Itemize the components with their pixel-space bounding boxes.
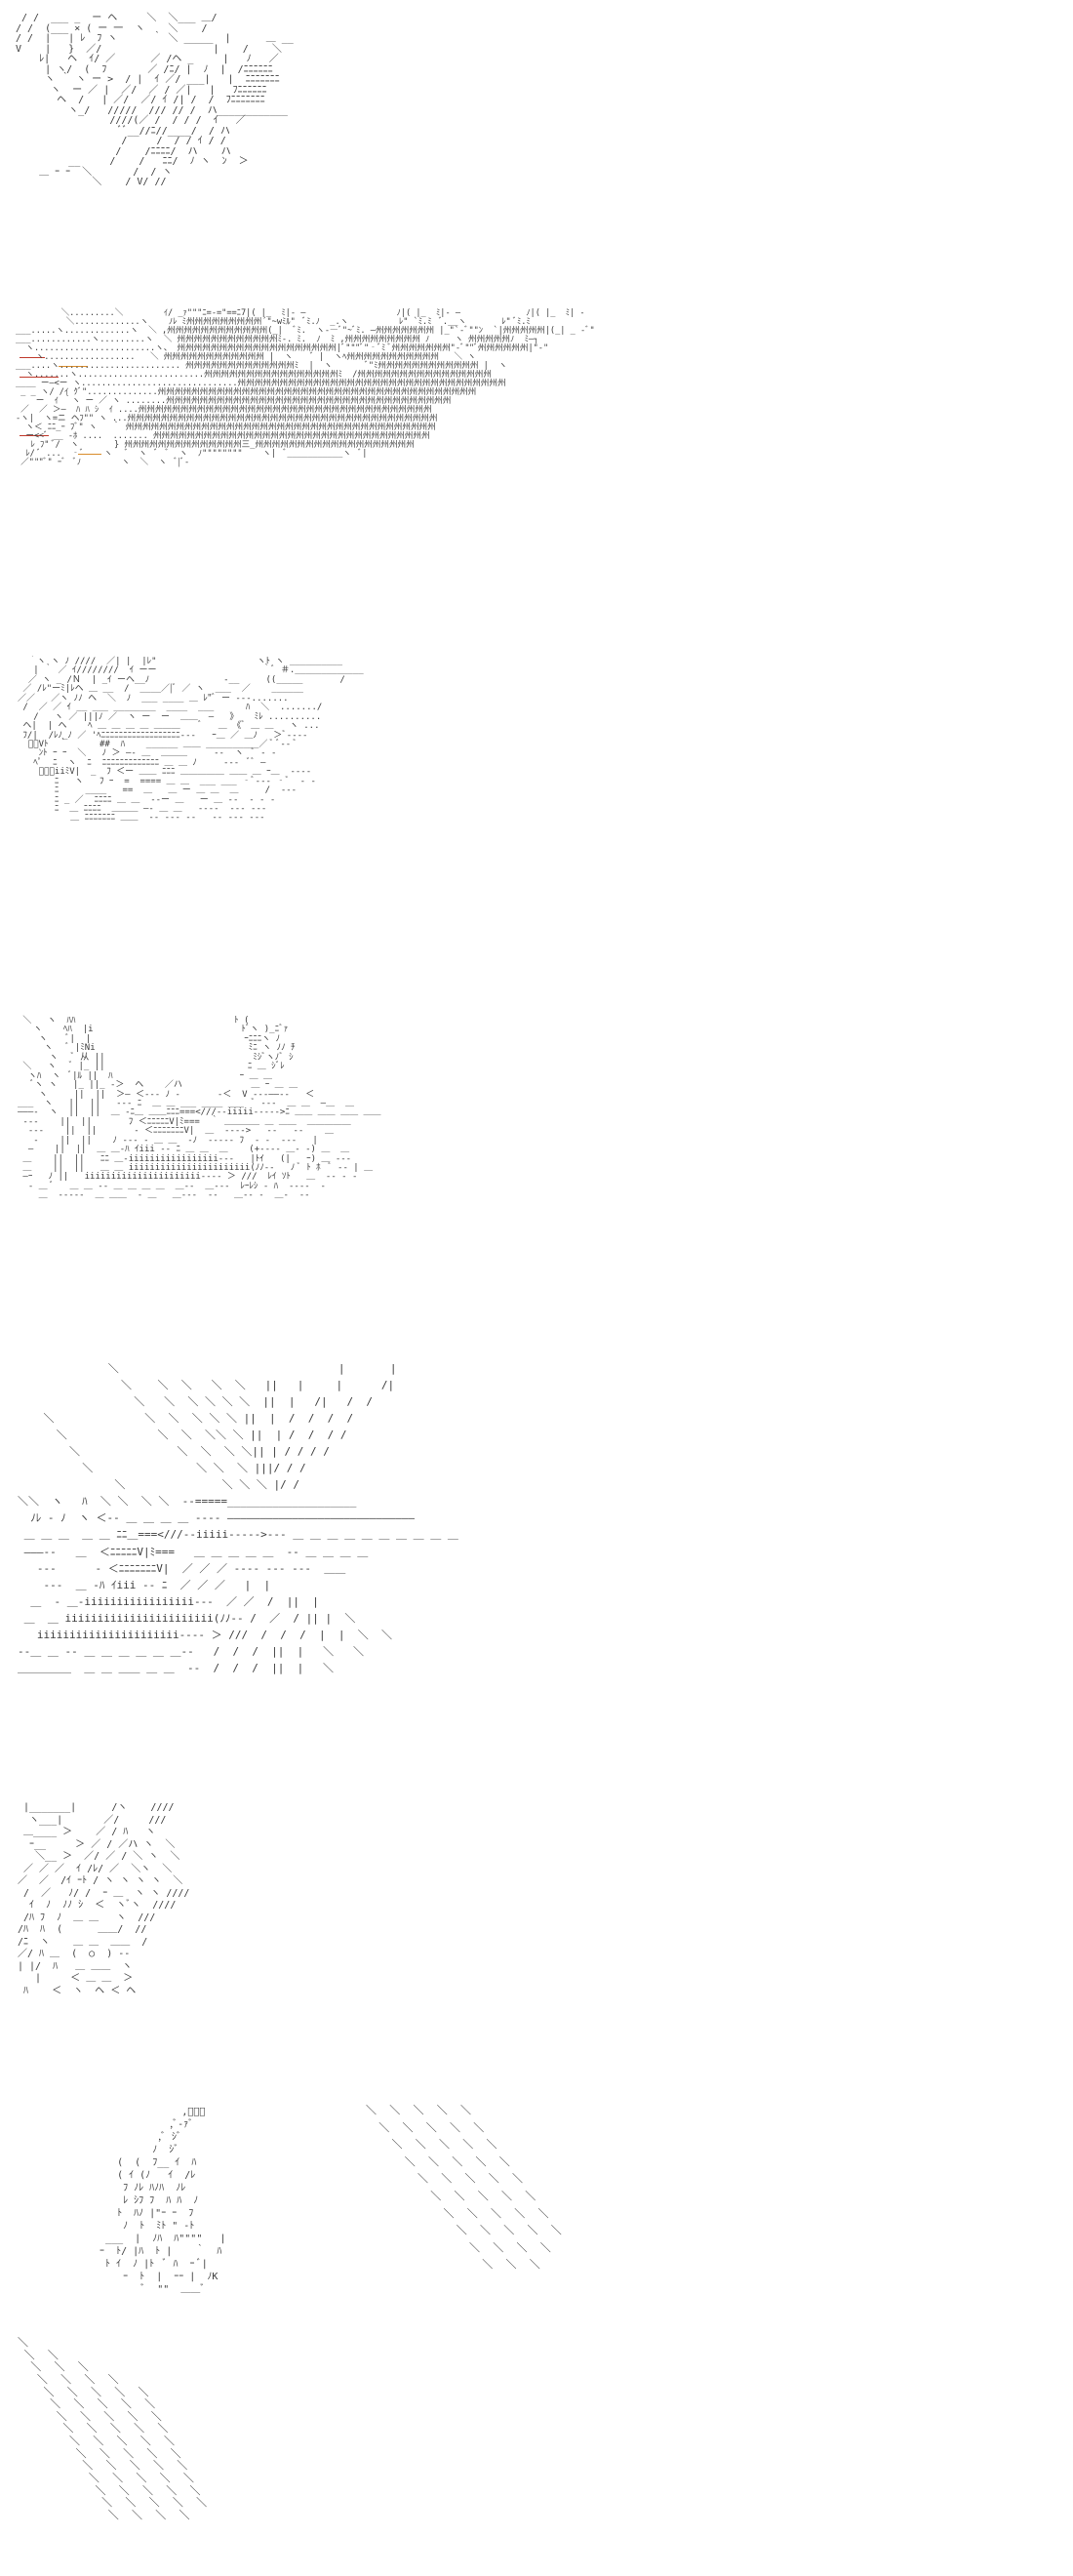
ascii-art-block: ｀ヽ ヽ ﾉ //// ／| | |ﾚ" ヽﾄ ヽ __________ | ｀… xyxy=(18,657,364,824)
red-accent-line xyxy=(20,435,49,436)
speed-lines: ＼ ＼ ＼ ＼ ＼ ＼ ＼ ＼ ＼ ＼ ＼ ＼ ＼ ＼ ＼ ＼ ＼ ＼ ＼ ＼ … xyxy=(18,2336,208,2521)
art-panel-3: ｀ヽ ヽ ﾉ //// ／| | |ﾚ" ヽﾄ ヽ __________ | ｀… xyxy=(0,656,1073,948)
art-panel-7: ,ﾞﾞﾞ ,ﾞ‐ｧﾞ ,ﾞ ｼﾞ ﾉ ｼﾞ ( ( ﾌ__ ｲ ﾊ ( ｲ (ﾉ… xyxy=(0,2098,1073,2566)
art-panel-1: / / ___ _ ー ヘ ＼ ＼___ ＿/ / / (___ × ( ー 一… xyxy=(0,10,1073,302)
ascii-art-block: ＼ | | ＼ ＼ ＼ ＼ ＼ || | | /| ＼ ＼ ＼ ＼ ＼ ＼ ||… xyxy=(18,1362,458,1674)
art-panel-5: ＼ | | ＼ ＼ ＼ ＼ ＼ || | | /| ＼ ＼ ＼ ＼ ＼ ＼ ||… xyxy=(0,1356,1073,1786)
ascii-art-block: / / ___ _ ー ヘ ＼ ＼___ ＿/ / / (___ × ( ー 一… xyxy=(16,13,294,187)
orange-accent-line xyxy=(78,454,101,455)
orange-accent-line xyxy=(59,366,88,367)
ascii-art-block: ＼ ヽ ﾊﾊ ﾄ ( ヽ ﾍﾊ |i ﾄﾞヽ )_ﾆﾞｧ ヽ ﾞ| | ｰﾆﾆﾆ… xyxy=(18,1016,381,1201)
ascii-art-block: |_______| /ヽ //// ヽ___| ／/ /// ＿____ ＞ ／… xyxy=(18,1802,190,1996)
red-accent-line xyxy=(20,357,45,358)
speed-lines: ＼ ＼ ＼ ＼ ＼ ＼ ＼ ＼ ＼ ＼ ＼ ＼ ＼ ＼ ＼ ＼ ＼ ＼ ＼ ＼ … xyxy=(366,2104,562,2272)
ascii-art-block: ＼.........＼ ｲ/ _ｧ"""ﾆ=‐="==ﾆ7|( |_ ﾐ|‐ ―… xyxy=(16,308,595,468)
ascii-art-block: ,ﾞﾞﾞ ,ﾞ‐ｧﾞ ,ﾞ ｼﾞ ﾉ ｼﾞ ( ( ﾌ__ ｲ ﾊ ( ｲ (ﾉ… xyxy=(99,2107,226,2295)
red-accent-line xyxy=(20,377,59,378)
art-panel-6: |_______| /ヽ //// ヽ___| ／/ /// ＿____ ＞ ／… xyxy=(0,1800,1073,2078)
art-panel-2: ＼.........＼ ｲ/ _ｧ"""ﾆ=‐="==ﾆ7|( |_ ﾐ|‐ ―… xyxy=(0,307,1073,590)
art-panel-4: ＼ ヽ ﾊﾊ ﾄ ( ヽ ﾍﾊ |i ﾄﾞヽ )_ﾆﾞｧ ヽ ﾞ| | ｰﾆﾆﾆ… xyxy=(0,1015,1073,1288)
